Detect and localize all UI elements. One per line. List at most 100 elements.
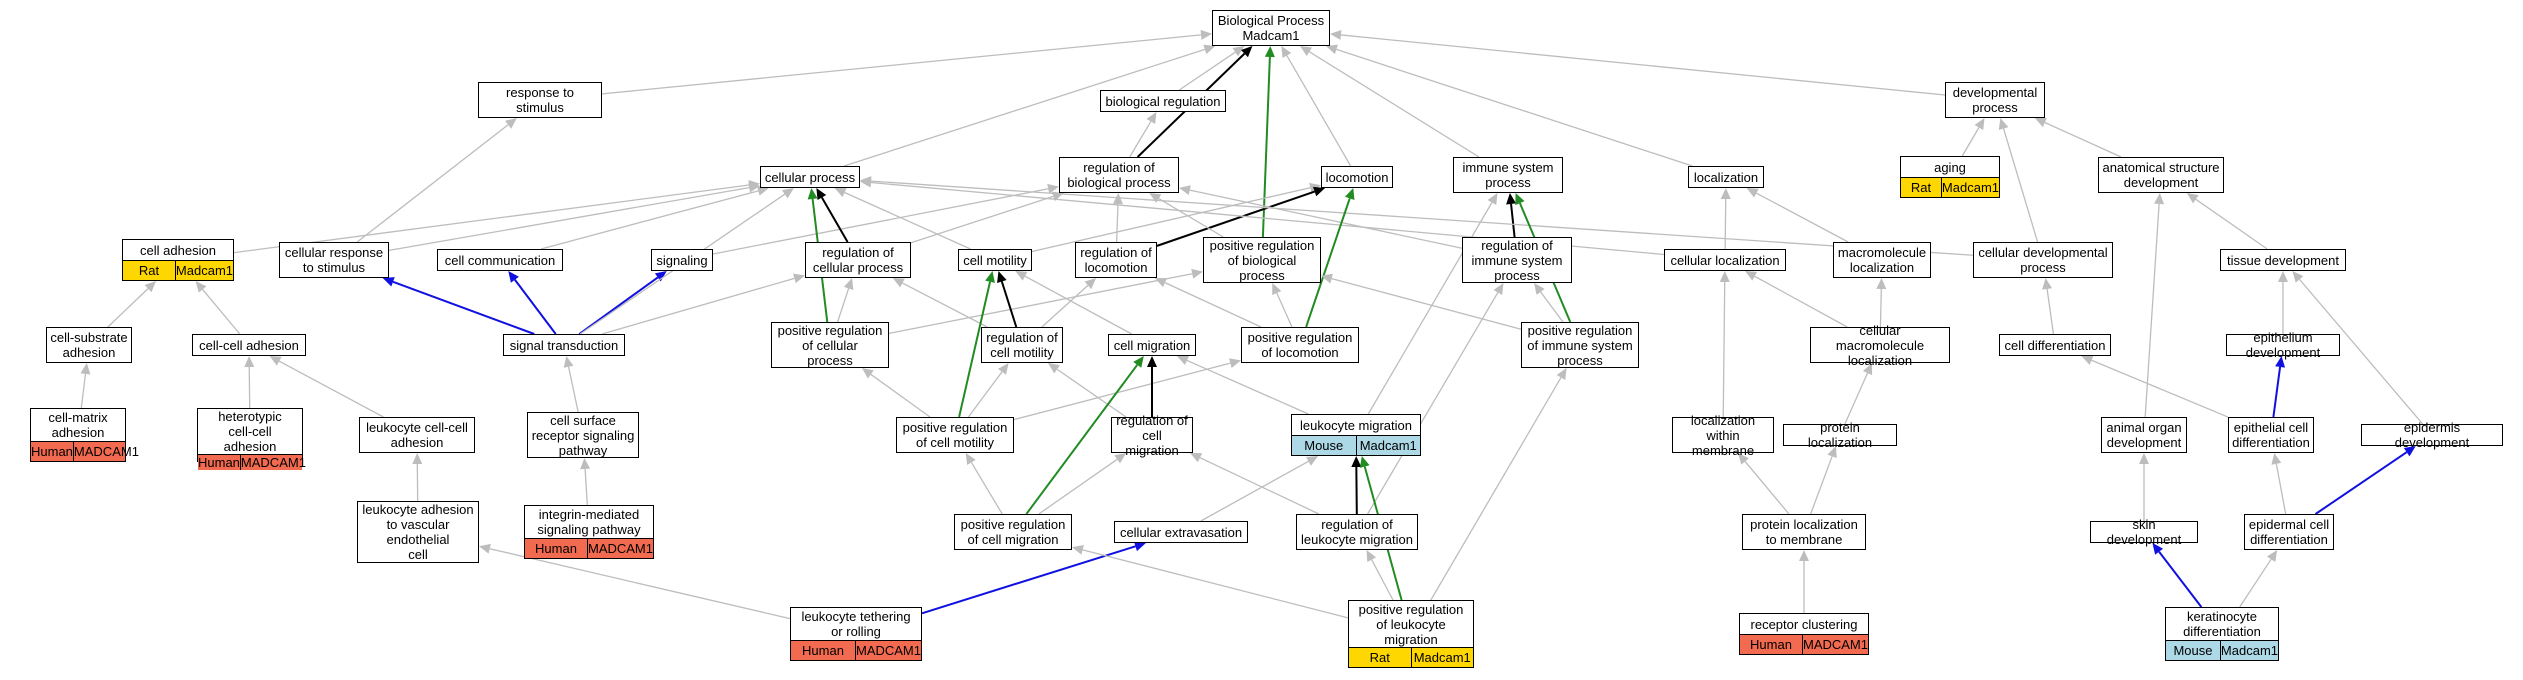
- term-label: cell-substrate adhesion: [50, 330, 128, 360]
- term-node-signaling[interactable]: signaling: [651, 249, 713, 271]
- edge-arrowhead: [654, 271, 667, 282]
- term-node-reg-loco[interactable]: regulation of locomotion: [1075, 242, 1157, 278]
- edge-pos-reg-leuk-mig-to-pos-reg-immune: [1430, 377, 1562, 601]
- edge-cell-dev-proc-to-cell-proc: [870, 180, 1974, 256]
- term-node-locomotion[interactable]: locomotion: [1321, 166, 1393, 188]
- term-label: skin development: [2106, 517, 2182, 547]
- term-node-reg-cell-proc[interactable]: regulation of cellular process: [805, 242, 911, 278]
- species-cell: Rat: [1369, 650, 1390, 665]
- edge-macro-local-to-localization: [1756, 192, 1849, 243]
- term-node-cell-extrav[interactable]: cellular extravasation: [1114, 521, 1248, 543]
- edge-arrowhead: [2403, 446, 2416, 457]
- term-node-epith-cell-diff[interactable]: epithelial cell differentiation: [2228, 417, 2314, 453]
- term-node-prot-local-membrane[interactable]: protein localization to membrane: [1742, 514, 1866, 550]
- edge-arrowhead: [2271, 453, 2282, 465]
- edge-arrowhead: [860, 176, 872, 187]
- term-node-pos-reg-cell-proc[interactable]: positive regulation of cellular process: [771, 322, 889, 368]
- term-node-cell-migration[interactable]: cell migration: [1108, 334, 1196, 356]
- term-node-cell-dev-proc[interactable]: cellular developmental process: [1973, 242, 2113, 278]
- term-node-dev-proc[interactable]: developmental process: [1945, 82, 2045, 118]
- term-label: locomotion: [1325, 169, 1389, 185]
- edge-protein-local-to-cell-macro-local: [1844, 372, 1869, 425]
- term-node-cell-cell-adh[interactable]: cell-cell adhesion: [192, 334, 306, 356]
- gene-cell: Madcam1: [1940, 178, 1999, 197]
- edge-pos-reg-cell-mig-to-pos-reg-cell-mot: [970, 462, 1003, 515]
- term-node-pos-reg-leuk-mig[interactable]: positive regulation of leukocyte migrati…: [1348, 600, 1474, 668]
- term-node-cell-motility[interactable]: cell motility: [958, 249, 1032, 271]
- term-node-bp[interactable]: Biological Process Madcam1: [1212, 10, 1330, 46]
- edge-reg-loco-to-reg-bio: [1115, 203, 1119, 243]
- term-node-cell-sub-adh[interactable]: cell-substrate adhesion: [46, 327, 132, 363]
- edge-arrowhead: [781, 188, 794, 199]
- edge-arrowhead: [1974, 118, 1985, 131]
- edge-arrowhead: [1351, 456, 1362, 468]
- term-node-tissue-dev[interactable]: tissue development: [2220, 249, 2346, 271]
- term-node-pos-reg-cell-mig[interactable]: positive regulation of cell migration: [954, 514, 1072, 550]
- edge-pos-reg-leuk-mig-to-pos-reg-cell-mig: [1082, 549, 1349, 619]
- term-node-reg-leuk-mig[interactable]: regulation of leukocyte migration: [1296, 514, 1418, 550]
- term-node-cell-diff[interactable]: cell differentiation: [1999, 334, 2111, 356]
- edge-arrowhead: [1114, 453, 1127, 464]
- term-node-cell-local[interactable]: cellular localization: [1664, 249, 1786, 271]
- term-node-pos-reg-bio[interactable]: positive regulation of biological proces…: [1203, 237, 1321, 283]
- edge-arrowhead: [1506, 193, 1517, 205]
- term-node-skin-dev[interactable]: skin development: [2090, 517, 2198, 547]
- edge-reg-cell-mot-to-reg-cell-proc: [902, 282, 988, 328]
- edge-epid-cell-diff-to-epid-dev: [2314, 451, 2408, 515]
- term-node-reg-bio[interactable]: regulation of biological process: [1059, 157, 1179, 193]
- term-node-csr-sig[interactable]: cell surface receptor signaling pathway: [527, 412, 639, 458]
- term-node-animal-organ[interactable]: animal organ development: [2101, 417, 2187, 453]
- edge-pos-reg-bio-to-reg-bio: [1158, 198, 1224, 238]
- term-node-epith-dev[interactable]: epithelium development: [2226, 330, 2340, 360]
- edge-reg-leuk-mig-to-reg-immune: [1367, 292, 1499, 515]
- edge-arrowhead: [1133, 356, 1144, 368]
- term-label: leukocyte cell-cell adhesion: [366, 420, 468, 450]
- term-label: positive regulation of biological proces…: [1209, 237, 1315, 283]
- term-node-signal-trans[interactable]: signal transduction: [503, 334, 625, 356]
- edge-arrowhead: [1281, 46, 1292, 59]
- edge-prot-local-membrane-to-protein-local: [1810, 456, 1833, 515]
- term-node-leuk-cc-adh[interactable]: leukocyte cell-cell adhesion: [359, 417, 475, 453]
- term-node-macro-local[interactable]: macromolecule localization: [1833, 242, 1931, 278]
- term-node-epid-dev[interactable]: epidermis development: [2361, 420, 2503, 450]
- term-node-bio-reg[interactable]: biological regulation: [1100, 90, 1226, 112]
- edge-arrowhead: [1203, 44, 1216, 55]
- term-node-cell-proc[interactable]: cellular process: [760, 166, 860, 188]
- gene-cell: Madcam1: [1410, 648, 1474, 667]
- term-node-leuk-adh-vasc[interactable]: leukocyte adhesion to vascular endotheli…: [357, 501, 479, 563]
- term-node-cell-macro-local[interactable]: cellular macromolecule localization: [1810, 323, 1950, 368]
- term-label: cellular response to stimulus: [284, 245, 384, 275]
- term-node-reg-cell-mig[interactable]: regulation of cell migration: [1111, 413, 1193, 458]
- edge-local-membrane-to-cell-local: [1722, 281, 1726, 418]
- term-node-cell-resp[interactable]: cellular response to stimulus: [279, 242, 389, 278]
- term-node-resp-stim[interactable]: response to stimulus: [478, 82, 602, 118]
- gene-cell: MADCAM1: [239, 455, 306, 470]
- term-node-immune[interactable]: immune system process: [1453, 157, 1563, 193]
- species-cell: Mouse: [2173, 643, 2213, 658]
- term-node-pos-reg-immune[interactable]: positive regulation of immune system pro…: [1521, 322, 1639, 368]
- term-node-anat-dev[interactable]: anatomical structure development: [2098, 157, 2224, 193]
- edge-arrowhead: [1493, 283, 1504, 296]
- term-node-pos-reg-loco[interactable]: positive regulation of locomotion: [1241, 327, 1359, 363]
- term-node-reg-immune[interactable]: regulation of immune system process: [1462, 237, 1572, 283]
- edge-arrowhead: [195, 281, 207, 293]
- edge-pos-reg-cell-mot-to-reg-cell-mot: [967, 371, 1003, 418]
- term-node-reg-cell-mot[interactable]: regulation of cell motility: [981, 327, 1063, 363]
- term-node-local-membrane[interactable]: localization within membrane: [1672, 413, 1774, 458]
- edge-arrowhead: [2042, 278, 2053, 290]
- term-node-pos-reg-cell-mot[interactable]: positive regulation of cell motility: [896, 417, 1014, 453]
- term-node-epid-cell-diff[interactable]: epidermal cell differentiation: [2244, 514, 2334, 550]
- term-node-cell-comm[interactable]: cell communication: [437, 249, 563, 271]
- edge-arrowhead: [2266, 550, 2278, 562]
- term-node-protein-local[interactable]: protein localization: [1783, 420, 1897, 450]
- term-node-localization[interactable]: localization: [1688, 166, 1764, 188]
